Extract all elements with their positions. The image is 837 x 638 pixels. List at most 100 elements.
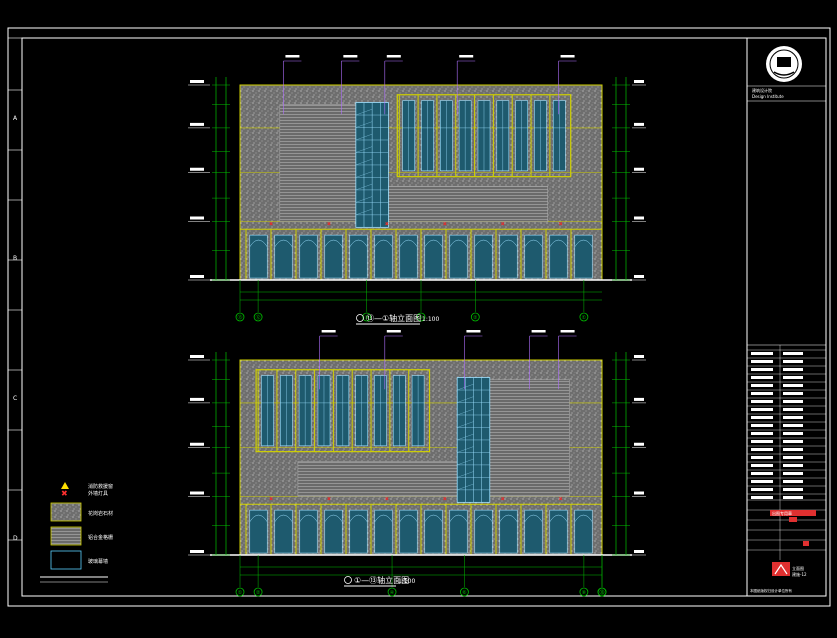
triangle-icon (61, 482, 69, 489)
level-marker (634, 442, 644, 446)
upper-elevation-title: ⑬—①轴立面图 1:100 (356, 313, 439, 325)
axis-label: ⑫ (256, 314, 261, 321)
axis-label: ⑧ (582, 590, 587, 596)
storefront-window (499, 234, 518, 279)
storefront-window (574, 509, 593, 554)
axis-label: ① (238, 590, 243, 596)
storefront-window (274, 509, 293, 554)
lamp-icon: ✖ (385, 221, 389, 227)
level-marker (190, 80, 204, 83)
storefront-window (574, 234, 593, 279)
level-marker (634, 275, 644, 278)
window-bay-frame (255, 369, 431, 453)
lamp-icon: ✖ (327, 496, 331, 502)
storefront-window (449, 509, 468, 554)
storefront-window (299, 234, 318, 279)
lamp-icon: ✖ (501, 496, 505, 502)
axis-label: ④ (390, 590, 395, 596)
level-marker (190, 397, 204, 401)
axis-bubble (597, 587, 607, 597)
axis-label: ⑧ (364, 315, 369, 321)
title-block: 建筑设计院 Design Institute 出图专用章 立面图 建施-12 本… (747, 46, 826, 593)
level-marker (190, 442, 204, 446)
aluminum-grille-panel (279, 104, 360, 222)
legend-label-2: 外墙灯具 (88, 490, 108, 497)
axis-label: ⑬ (237, 314, 242, 321)
axis-label: ⑥ (419, 315, 424, 321)
storefront-window (324, 234, 343, 279)
stamp-bar (770, 510, 816, 516)
level-marker (190, 167, 204, 171)
leader-tag (466, 330, 481, 333)
upper-title-text: ⑬—①轴立面图 (366, 313, 421, 323)
level-marker (634, 397, 644, 401)
grille-band (384, 186, 548, 222)
legend-label-3: 花岗岩石材 (88, 510, 113, 517)
storefront-window (324, 509, 343, 554)
level-marker (634, 167, 644, 171)
storefront-window (549, 234, 568, 279)
axis-bubble (362, 312, 372, 322)
axis-label: ② (256, 590, 261, 596)
company-name: 建筑设计院 (752, 87, 772, 93)
cross-icon: ✖ (61, 489, 68, 498)
grille-band (297, 461, 462, 497)
lower-elevation-title: ①—⑬轴立面图 1:100 (344, 575, 415, 587)
level-marker (190, 355, 204, 358)
level-marker (190, 122, 204, 126)
lamp-icon: ✖ (501, 221, 505, 227)
axis-bubble (416, 312, 426, 322)
drawing-name: 立面图 (792, 565, 804, 571)
grid-letter: C (13, 395, 17, 402)
lower-title-text: ①—⑬轴立面图 (354, 575, 409, 585)
axis-bubble (460, 587, 469, 597)
legend-label-1: 消防救援窗 (88, 483, 113, 490)
storefront-window (374, 234, 393, 279)
axis-bubble (579, 312, 589, 322)
legend: 消防救援窗 ✖ 外墙灯具 花岗岩石材 铝合金格栅 玻璃幕墙 (40, 482, 113, 583)
leader-tag (285, 55, 300, 58)
lamp-icon: ✖ (559, 496, 563, 502)
lower-scale-text: 1:100 (398, 578, 415, 585)
level-marker (190, 491, 204, 495)
axis-bubble (387, 587, 397, 597)
leader-tag (459, 55, 474, 58)
axis-bubble (253, 312, 263, 322)
storefront-window (349, 509, 368, 554)
leader-tag (343, 55, 358, 58)
level-marker (634, 122, 644, 126)
stone-swatch (50, 502, 82, 522)
storefront-window (524, 509, 543, 554)
level-marker (190, 550, 204, 553)
leader-tag (560, 330, 575, 333)
storefront-window (449, 234, 468, 279)
aluminum-grille-panel (489, 379, 570, 497)
storefront-window (249, 234, 268, 279)
storefront-window (249, 509, 268, 554)
storefront-window (274, 234, 293, 279)
stamp-text: 出图专用章 (772, 510, 792, 516)
level-marker (634, 491, 644, 495)
glass-swatch (50, 550, 82, 570)
storefront-window (499, 509, 518, 554)
leader-tag (560, 55, 575, 58)
legend-label-5: 玻璃幕墙 (88, 558, 108, 565)
axis-bubble (235, 587, 245, 597)
level-marker (190, 216, 204, 220)
level-marker (634, 216, 644, 220)
storefront-window (549, 509, 568, 554)
storefront-window (424, 234, 443, 279)
storefront-window (474, 234, 493, 279)
storefront-window (474, 509, 493, 554)
leader-tag (321, 330, 336, 333)
axis-label: ② (473, 315, 478, 321)
axis-label: ① (582, 315, 587, 321)
company-name-en: Design Institute (752, 94, 784, 99)
leader-tag (386, 330, 401, 333)
storefront-window (374, 509, 393, 554)
leader-tag (386, 55, 401, 58)
